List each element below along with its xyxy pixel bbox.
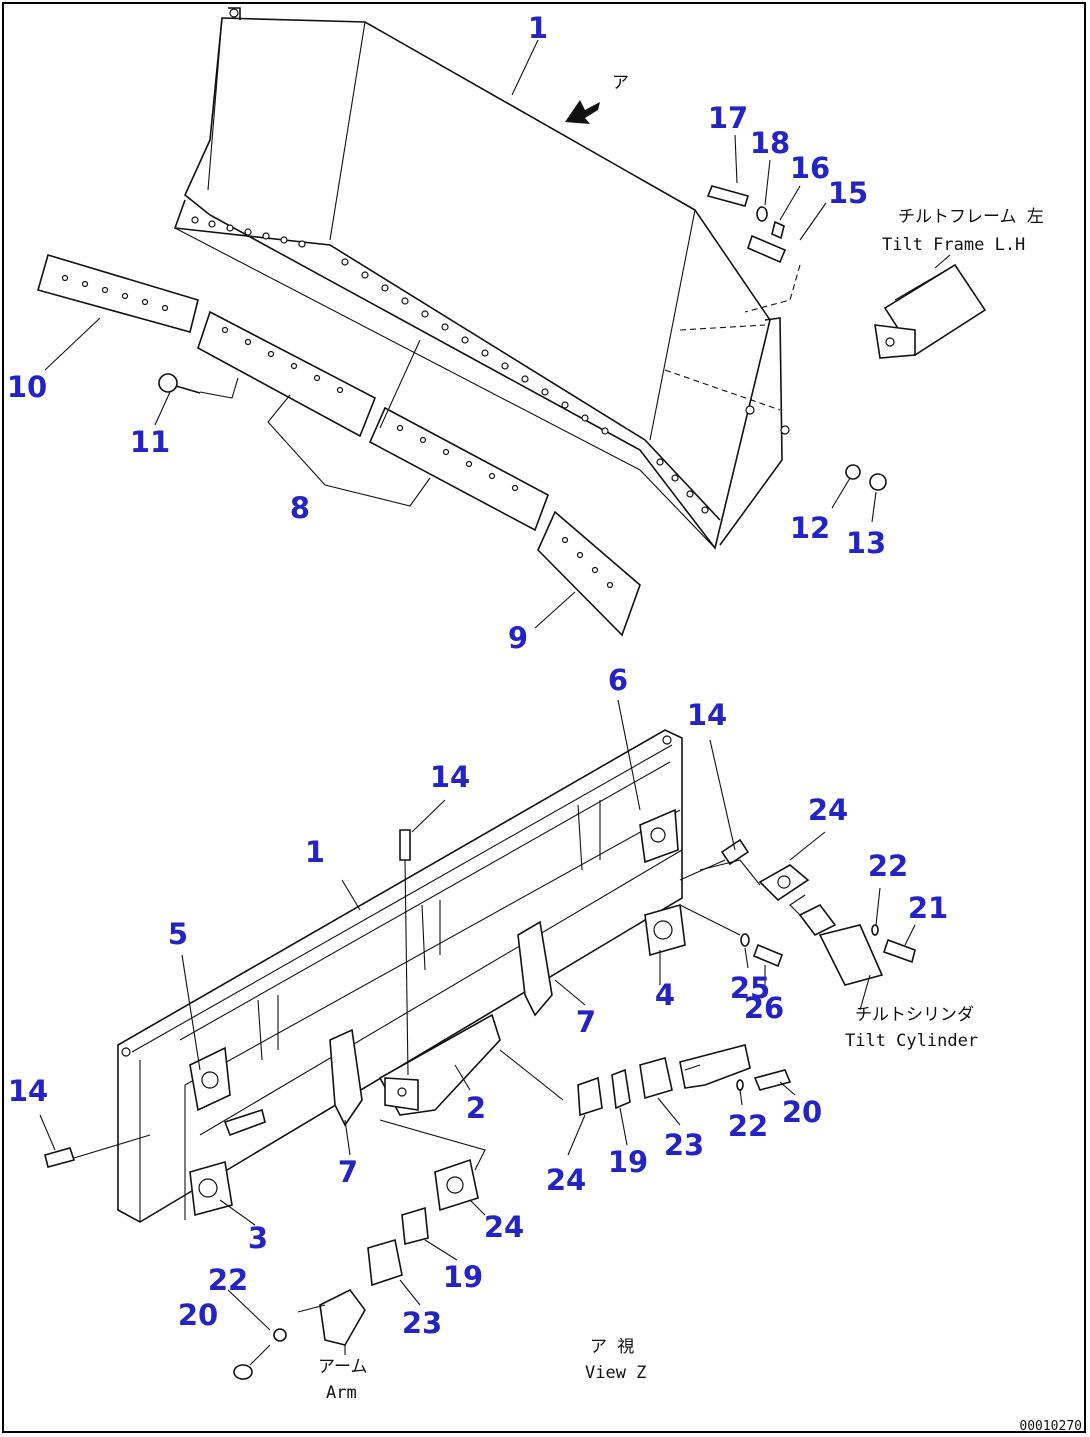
washer-13 (869, 473, 887, 491)
callout-9: 9 (508, 621, 528, 655)
callout-13: 13 (846, 526, 886, 560)
nut-12 (845, 464, 861, 480)
arm-right (679, 1044, 751, 1089)
pin-26 (752, 943, 784, 968)
cap-23-bottom (367, 1238, 403, 1287)
callout-25: 25 (730, 971, 770, 1005)
view-arrow (565, 100, 600, 124)
callout-24-right: 24 (808, 793, 848, 827)
trunnion-bracket-4 (644, 903, 686, 957)
callout-11: 11 (130, 425, 170, 459)
blade-bolt-holes (191, 216, 709, 514)
callout-19-bottom: 19 (443, 1260, 483, 1294)
arm-label-jp: アーム (318, 1357, 367, 1377)
callout-21: 21 (908, 891, 948, 925)
drawing-code: 00010270 (1019, 1419, 1082, 1434)
bracket-5 (189, 1046, 231, 1112)
callout-2: 2 (466, 1091, 486, 1125)
cutting-edge-10 (37, 254, 199, 333)
callout-19-mid: 19 (608, 1145, 648, 1179)
callout-8: 8 (290, 491, 310, 525)
grease-fitting-14-left (44, 1134, 151, 1168)
tilt-cylinder-label-en: Tilt Cylinder (845, 1031, 978, 1051)
view-arrow-mark: ア (612, 73, 629, 93)
bolt-20-left (233, 1344, 271, 1380)
tilt-frame (874, 254, 987, 359)
cap-23-mid (639, 1057, 673, 1100)
callout-22-top: 22 (868, 849, 908, 883)
bolt-21 (882, 938, 916, 964)
slot-plate (223, 1108, 266, 1137)
cutting-edge-8-left (197, 310, 377, 438)
arm-left (297, 1288, 366, 1346)
bracket-6 (639, 808, 679, 864)
view-label-en: View Z (585, 1363, 646, 1383)
arm-label-en: Arm (326, 1383, 357, 1403)
callout-26: 26 (744, 991, 784, 1025)
callout-6: 6 (608, 663, 628, 697)
brace-2 (378, 1013, 501, 1116)
tilt-cylinder-label-jp: チルトシリンダ (855, 1005, 974, 1025)
tilt-frame-label-en: Tilt Frame L.H (882, 235, 1025, 255)
blade-front (173, 7, 801, 550)
shim-19-bottom (401, 1206, 429, 1246)
callout-15: 15 (828, 176, 868, 210)
callout-20-right: 20 (782, 1095, 822, 1129)
callout-14-right: 14 (687, 698, 727, 732)
callout-14-left: 14 (8, 1074, 48, 1108)
callout-23-bottom: 23 (402, 1306, 442, 1340)
blade-rear (117, 729, 683, 1223)
callout-3: 3 (248, 1221, 268, 1255)
callout-12: 12 (790, 511, 830, 545)
tilt-frame-label-jp: チルトフレーム 左 (898, 207, 1044, 227)
tilt-cylinder (789, 894, 884, 986)
end-bit-9 (537, 510, 641, 637)
washer-18 (756, 206, 768, 222)
lower-leaders (39, 699, 916, 1355)
shim-24-right (758, 864, 810, 902)
cap-24-mid (577, 1076, 603, 1117)
shim-19-mid (611, 1068, 631, 1110)
pin-15 (747, 234, 787, 264)
callout-24-mid: 24 (546, 1163, 586, 1197)
grease-fitting-14-top (399, 829, 411, 1076)
bolt-11 (158, 373, 201, 394)
cutting-edge-8-right (368, 406, 549, 532)
callout-1-top: 1 (528, 11, 548, 45)
callout-4: 4 (655, 978, 675, 1012)
pin-25 (740, 933, 750, 947)
callout-23-mid: 23 (664, 1128, 704, 1162)
pin-16 (771, 220, 785, 240)
washer-22-top (871, 924, 879, 936)
callout-20-left: 20 (178, 1298, 218, 1332)
text-labels: ア チルトフレーム 左 Tilt Frame L.H チルトシリンダ Tilt … (318, 73, 1082, 1434)
callout-14-top: 14 (430, 760, 470, 794)
callout-10: 10 (7, 370, 47, 404)
callout-18: 18 (750, 126, 790, 160)
washer-22-left (273, 1328, 287, 1342)
callout-7-left: 7 (338, 1155, 358, 1189)
callout-7-right: 7 (576, 1005, 596, 1039)
callout-24-bottom: 24 (484, 1210, 524, 1244)
callout-16: 16 (790, 151, 830, 185)
callout-5: 5 (168, 917, 188, 951)
bolt-17 (706, 185, 750, 207)
hook-7-left (329, 1028, 363, 1127)
bolt-20-right (753, 1069, 792, 1091)
callout-1-bottom: 1 (305, 835, 325, 869)
callout-22-left: 22 (208, 1263, 248, 1297)
callout-numbers: 1 17 18 16 15 10 11 8 9 12 13 6 14 14 14… (7, 11, 948, 1340)
cap-24-bottom (434, 1158, 479, 1212)
trunnion-bracket-3 (189, 1160, 233, 1217)
upper-leaders (44, 39, 877, 629)
callout-22-right: 22 (728, 1109, 768, 1143)
hook-7-right (517, 920, 553, 1017)
callout-17: 17 (708, 101, 748, 135)
view-label-jp: ア 視 (590, 1337, 634, 1357)
washer-22-right (736, 1079, 744, 1091)
